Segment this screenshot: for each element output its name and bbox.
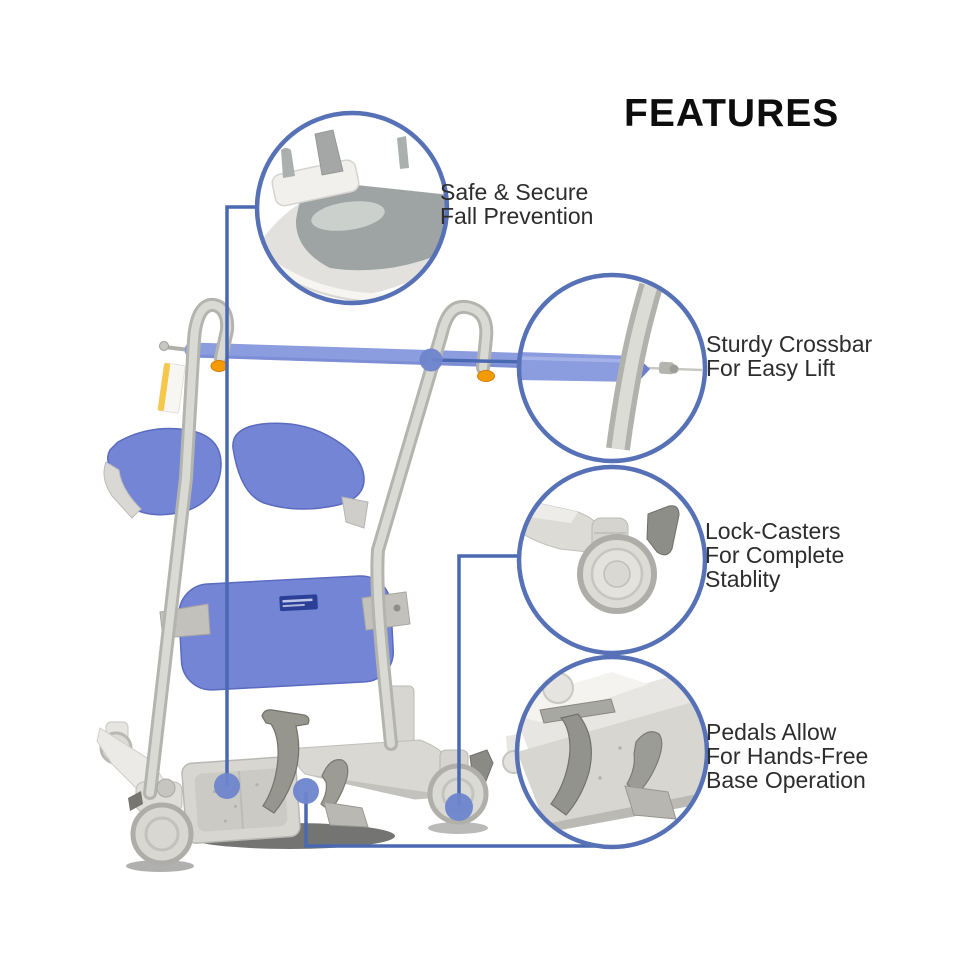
connector-crossbar [431, 358, 526, 364]
hook-tip-right [477, 370, 495, 382]
label-lock-casters: Lock-Casters For Complete Stablity [705, 519, 844, 591]
caster-shadow-right [428, 822, 488, 834]
label-line: Pedals Allow [706, 719, 837, 745]
connector-casters [457, 554, 523, 806]
callout-ring [514, 654, 710, 850]
caster-shadow-left [126, 860, 194, 872]
label-line: Safe & Secure [440, 179, 589, 205]
lower-pad [178, 575, 395, 691]
dot-caster [445, 793, 473, 821]
label-line: Stablity [705, 566, 781, 592]
dot-footplate [214, 773, 240, 799]
callout-ring [516, 464, 708, 656]
seat-strut-left [103, 461, 142, 519]
dot-pedal [293, 778, 319, 804]
label-line: For Hands-Free [706, 743, 869, 769]
callout-circle-fall-prevention [254, 110, 450, 306]
connectors [225, 205, 612, 848]
callout-ring [516, 272, 708, 464]
callout-circle-crossbar [516, 272, 708, 464]
callout-ring [254, 110, 450, 306]
chair-drawing [96, 297, 644, 872]
label-line: Base Operation [706, 767, 866, 793]
label-line: For Complete [705, 542, 845, 568]
hook-tip-left [210, 360, 228, 372]
label-line: For Easy Lift [706, 355, 836, 381]
pedal-center [261, 709, 310, 814]
frame-post-left [143, 297, 235, 800]
brand-label [279, 594, 318, 612]
frame-post-right [370, 299, 495, 751]
label-line: Lock-Casters [705, 518, 841, 544]
dot-crossbar [419, 348, 443, 372]
label-line: Fall Prevention [440, 203, 594, 229]
seat-pad-left [103, 427, 222, 519]
pedal-right [320, 758, 369, 828]
warning-label [157, 362, 186, 414]
connector-fall-prevention [225, 205, 260, 786]
callout-circle-pedals [514, 654, 710, 850]
label-line: Sturdy Crossbar [706, 331, 873, 357]
seat-pad-right [232, 422, 369, 529]
label-pedals: Pedals Allow For Hands-Free Base Operati… [706, 720, 868, 792]
callout-circle-lock-casters [516, 464, 708, 656]
label-fall-prevention: Safe & Secure Fall Prevention [440, 180, 593, 228]
page-title: FEATURES [624, 92, 840, 135]
label-crossbar: Sturdy Crossbar For Easy Lift [706, 332, 872, 380]
seat-strut-right [341, 496, 369, 529]
highlight-dots [214, 348, 473, 821]
